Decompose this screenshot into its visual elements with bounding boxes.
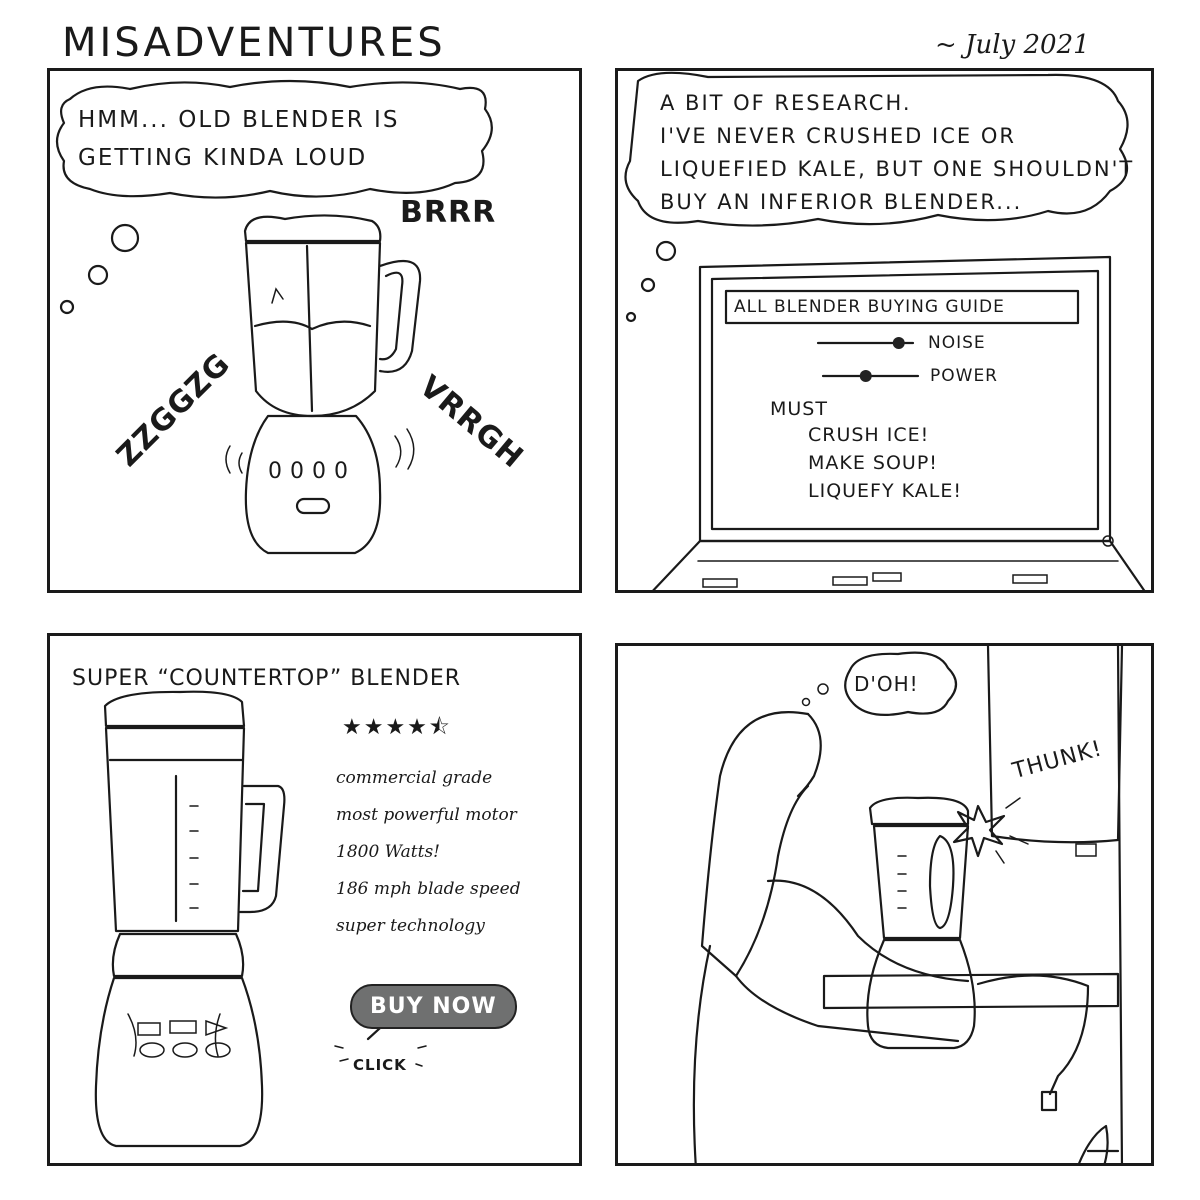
must-label: MUST: [770, 398, 828, 420]
comic-title: MISADVENTURES: [62, 20, 446, 66]
signature: [1078, 1124, 1120, 1163]
doh-thought: D'OH!: [854, 672, 919, 696]
product-handle: [238, 784, 286, 914]
blender-lid: [868, 796, 970, 826]
product-jar: [104, 726, 246, 933]
must-item: CRUSH ICE!: [808, 424, 930, 446]
noise-slider-knob: [892, 337, 905, 349]
blender-handle: [928, 834, 955, 930]
product-title: SUPER “COUNTERTOP” BLENDER: [72, 666, 462, 691]
product-dial: [205, 1042, 231, 1058]
must-list: CRUSH ICE! MAKE SOUP! LIQUEFY KALE!: [808, 421, 962, 505]
blender-lid: [243, 214, 382, 243]
plug-icon: [1040, 1090, 1058, 1112]
guide-title-box: [724, 289, 1080, 325]
thought-line: HMM... OLD BLENDER IS: [78, 107, 400, 133]
blender-buttons: 0000: [268, 459, 356, 484]
click-marks: [334, 1045, 427, 1067]
guide-title: ALL BLENDER BUYING GUIDE: [734, 297, 1005, 317]
wall-edge: [1116, 646, 1124, 1163]
click-label: CLICK: [353, 1056, 407, 1074]
thought-dot-large: [110, 223, 140, 253]
panel-old-blender: HMM... OLD BLENDER IS GETTING KINDA LOUD…: [47, 68, 582, 593]
product-specs: commercial grade most powerful motor 180…: [336, 760, 521, 945]
blender-base: [244, 414, 382, 555]
must-item: LIQUEFY KALE!: [808, 480, 962, 502]
rating-stars: ★★★★⯪: [342, 710, 452, 748]
product-button: [205, 1019, 229, 1037]
product-dial: [139, 1042, 165, 1058]
laptop-base: [652, 539, 1146, 590]
panel-2-thought: A BIT OF RESEARCH. I'VE NEVER CRUSHED IC…: [660, 87, 1134, 219]
thought-dot-small: [625, 311, 637, 323]
person-hair: [700, 711, 810, 978]
panel-doh: D'OH! THUNK!: [615, 643, 1154, 1166]
must-item: MAKE SOUP!: [808, 452, 938, 474]
impact-star-icon: [952, 804, 1006, 858]
thought-line: LIQUEFIED KALE, BUT ONE SHOULDN'T: [660, 157, 1135, 181]
blender-handle: [378, 259, 422, 373]
buy-now-button[interactable]: BUY NOW: [350, 984, 517, 1029]
product-dial: [172, 1042, 198, 1058]
counter: [822, 972, 1120, 1010]
thought-dot-small: [59, 299, 75, 315]
sfx-brrr: BRRR: [400, 195, 497, 230]
thought-cloud: [844, 651, 958, 717]
thought-dot-large: [817, 683, 829, 695]
spec-item: commercial grade: [336, 768, 493, 788]
thought-cloud: [55, 79, 493, 199]
thought-cloud: [624, 71, 1129, 227]
thought-dot-large: [655, 240, 677, 262]
star-icons: ★★★★⯪: [342, 715, 452, 740]
thought-dot-medium: [87, 264, 109, 286]
power-slider-knob: [859, 370, 872, 382]
noise-slider-label: NOISE: [928, 333, 986, 353]
spec-item: 1800 Watts!: [336, 842, 441, 862]
product-base: [94, 976, 264, 1148]
blender-switch: [295, 497, 331, 515]
laptop-key: [1012, 574, 1048, 584]
person-body: [692, 879, 970, 1163]
panel-product-page: SUPER “COUNTERTOP” BLENDER ★★★★⯪ commerc…: [47, 633, 582, 1166]
thought-dot-small: [801, 697, 811, 707]
cabinet: [986, 646, 1124, 844]
panel-1-thought: HMM... OLD BLENDER IS GETTING KINDA LOUD: [78, 101, 399, 177]
thought-line: I'VE NEVER CRUSHED ICE OR: [660, 124, 1016, 148]
power-slider-label: POWER: [930, 366, 998, 386]
laptop-key: [702, 578, 738, 588]
panel-2-art: [624, 71, 1146, 590]
blender-jar: [872, 824, 970, 940]
panel-1-art: [55, 79, 493, 555]
spec-item: super technology: [336, 916, 485, 936]
thought-line: A BIT OF RESEARCH.: [660, 91, 912, 115]
spec-item: most powerful motor: [336, 805, 517, 825]
power-cord: [976, 974, 1090, 1096]
laptop-key: [832, 576, 868, 586]
laptop-key: [872, 572, 902, 582]
thought-line: GETTING KINDA LOUD: [78, 145, 368, 171]
product-button: [169, 1020, 197, 1034]
panel-research: A BIT OF RESEARCH. I'VE NEVER CRUSHED IC…: [615, 68, 1154, 593]
thought-line: BUY AN INFERIOR BLENDER...: [660, 190, 1023, 214]
liquid-level: [253, 320, 372, 331]
product-lid: [103, 690, 246, 728]
cabinet-handle: [1075, 843, 1097, 857]
spec-item: 186 mph blade speed: [336, 879, 521, 899]
comic-date: ~ July 2021: [935, 30, 1090, 60]
person-arm: [734, 974, 960, 1043]
thought-dot-medium: [640, 277, 656, 293]
blender-base: [866, 938, 976, 1050]
product-button: [137, 1022, 161, 1036]
panel-4-art: [692, 646, 1124, 1163]
